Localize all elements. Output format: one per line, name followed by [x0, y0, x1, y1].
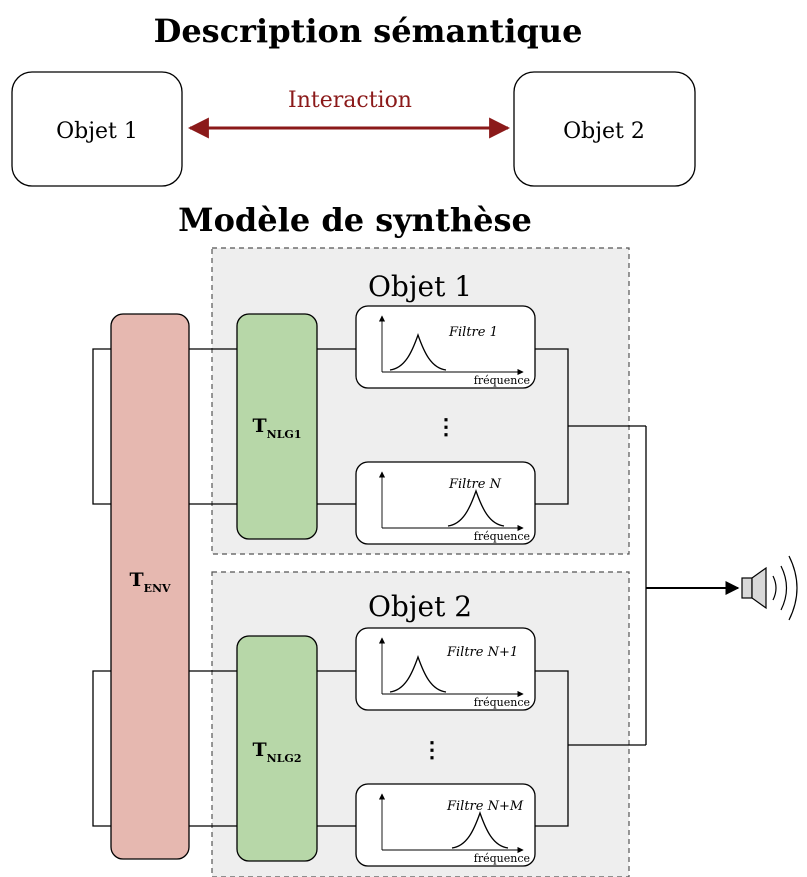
t-nlg1-block — [236, 313, 318, 540]
filter-n-plus-m-name: Filtre N+M — [446, 799, 524, 814]
semantic-title: Description sémantique — [154, 12, 583, 50]
object2-label: Objet 2 — [563, 119, 645, 144]
filter-1-axis-label: fréquence — [474, 374, 530, 387]
filter-1-box: Filtre 1 fréquence — [355, 305, 536, 389]
signal-wires — [92, 348, 740, 827]
filter-1-name: Filtre 1 — [448, 325, 498, 340]
synthesis-title: Modèle de synthèse — [178, 201, 532, 239]
object2-group-label: Objet 2 — [368, 590, 472, 623]
filter-n-plus-1-box: Filtre N+1 fréquence — [355, 627, 536, 711]
interaction-label: Interaction — [288, 88, 412, 113]
filter-n-plus-m-box: Filtre N+M fréquence — [355, 783, 536, 867]
filter-n-plus-1-axis-label: fréquence — [474, 696, 530, 709]
speaker-icon — [741, 555, 798, 621]
t-env-block — [110, 313, 190, 860]
t-nlg2-block — [236, 635, 318, 862]
filter-n-plus-m-axis-label: fréquence — [474, 852, 530, 865]
filter-n-box: Filtre N fréquence — [355, 461, 536, 545]
filter-n-plus-1-name: Filtre N+1 — [446, 645, 518, 660]
filter-n-name: Filtre N — [448, 477, 502, 492]
t-env-label: TENV — [129, 569, 171, 595]
object1-filter-ellipsis: ⋮ — [435, 414, 457, 440]
object2-box — [513, 71, 696, 187]
t-nlg1-label: TNLG1 — [253, 415, 302, 441]
filter-n-axis-label: fréquence — [474, 530, 530, 543]
object1-group-label: Objet 1 — [368, 270, 472, 303]
t-nlg2-label: TNLG2 — [253, 739, 302, 765]
object1-label: Objet 1 — [56, 119, 138, 144]
object2-filter-ellipsis: ⋮ — [421, 737, 443, 763]
object1-box — [11, 71, 183, 187]
